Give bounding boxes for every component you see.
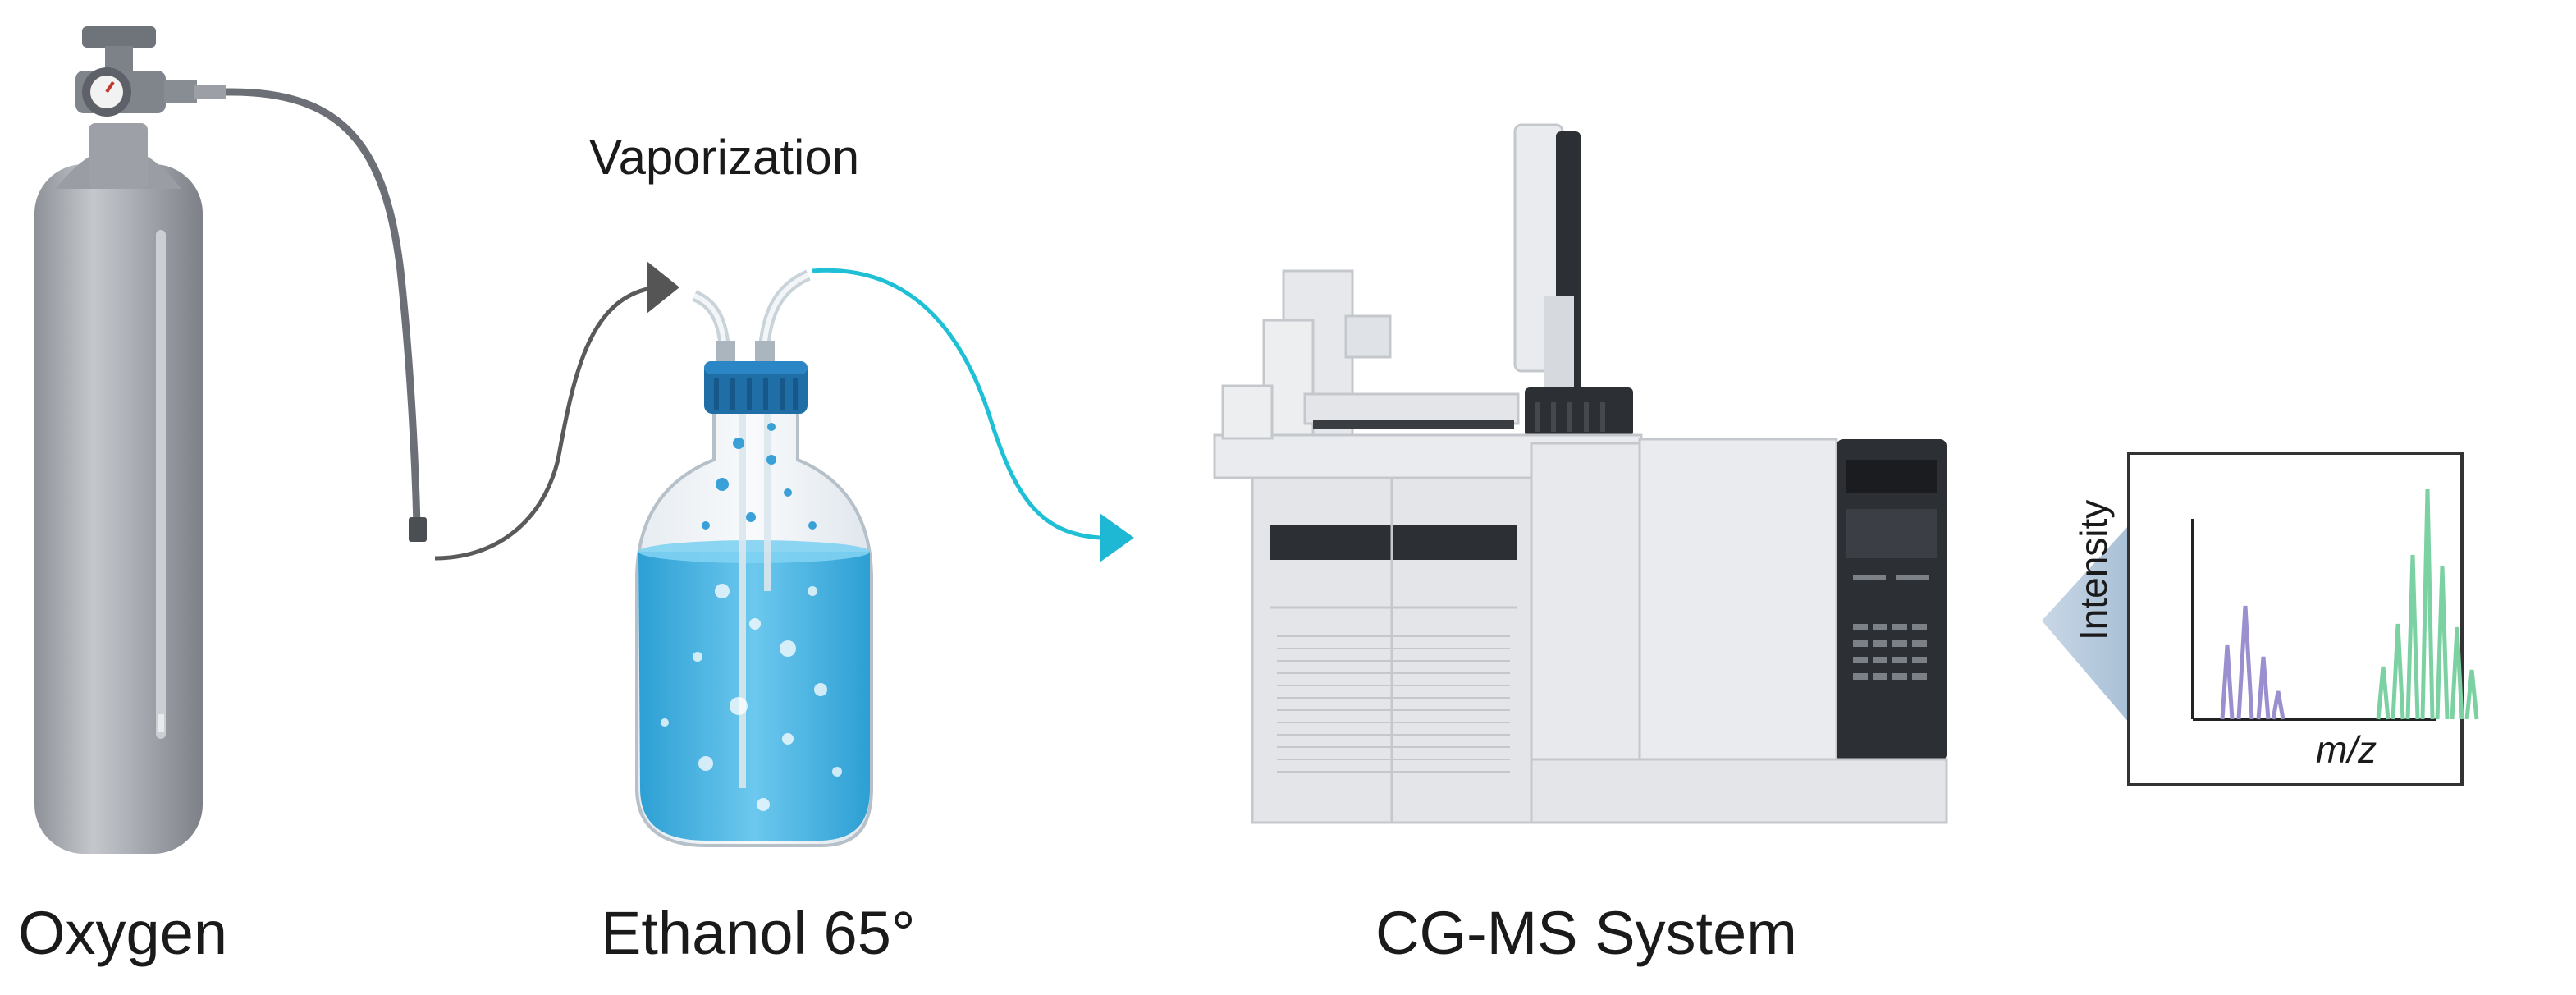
oxygen-cylinder-icon — [34, 123, 203, 854]
oxygen-flow-arrowhead — [647, 261, 679, 314]
spectrum-x-axis-label: m/z — [2316, 728, 2377, 771]
gc-ms-instrument-icon — [1213, 123, 1948, 824]
peak-cluster-left — [2220, 605, 2285, 720]
gc-ms-system-label: CG-MS System — [1375, 899, 1797, 967]
bottle-icon — [635, 269, 873, 847]
oxygen-flow-arrow — [434, 285, 657, 561]
ethanol-label: Ethanol 65° — [601, 899, 916, 967]
hose-fitting — [409, 517, 427, 542]
spectrum-callout-pointer — [2042, 525, 2129, 722]
gas-hose — [226, 88, 421, 526]
oxygen-label: Oxygen — [18, 899, 228, 967]
mass-spectrum-icon — [2127, 452, 2464, 786]
vapor-flow-arrowhead — [1100, 513, 1134, 562]
peak-cluster-right — [2376, 488, 2479, 720]
spectrum-y-axis-label: Intensity — [2072, 499, 2115, 640]
vapor-flow-arrow — [812, 268, 1100, 540]
spectrum-axes — [2191, 519, 2436, 721]
gas-regulator-icon — [75, 26, 226, 117]
vaporization-label: Vaporization — [589, 130, 860, 185]
